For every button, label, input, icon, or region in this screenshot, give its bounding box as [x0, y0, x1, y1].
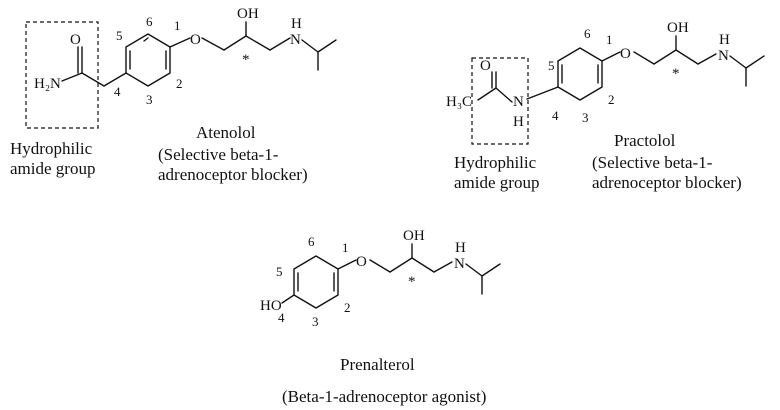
atenolol-ether-bond-2 — [201, 37, 225, 51]
practolol-methyl-bond — [477, 87, 497, 101]
practolol-nh-bond — [729, 55, 747, 69]
atenolol-ring-num-1: 1 — [174, 18, 181, 33]
practolol-isopropyl-1 — [745, 55, 765, 69]
prenalterol-nh-bond — [465, 263, 483, 277]
prenalterol-name: Prenalterol — [340, 355, 415, 374]
practolol-ring-num-1: 1 — [606, 32, 613, 47]
atenolol-ring-num-2: 2 — [176, 76, 183, 91]
practolol-cn-bond — [495, 87, 513, 103]
atenolol-group-1: Hydrophilic — [10, 139, 93, 158]
practolol-desc-1: (Selective beta-1- — [592, 153, 713, 172]
atenolol-ring-num-4: 4 — [114, 84, 121, 99]
prenalterol-ring-num-5: 5 — [276, 264, 283, 279]
prenalterol-nh-h: H — [455, 240, 466, 256]
practolol-amide-h: H — [513, 114, 524, 130]
atenolol-name: Atenolol — [196, 123, 256, 142]
practolol-carbonyl-o: O — [480, 58, 491, 74]
practolol-name: Practolol — [614, 131, 676, 150]
practolol-group-1: Hydrophilic — [454, 153, 537, 172]
practolol-methyl: H₃C — [446, 94, 472, 110]
atenolol-chiral-star: * — [242, 52, 250, 68]
practolol-ring-num-2: 2 — [608, 92, 615, 107]
atenolol-desc-1: (Selective beta-1- — [158, 145, 279, 164]
practolol-nh-n: N — [718, 48, 729, 64]
practolol-benzene-ring — [557, 47, 603, 101]
prenalterol-chain-1 — [389, 257, 413, 273]
practolol-chain-1 — [653, 49, 677, 65]
practolol-ring-num-5: 5 — [548, 58, 555, 73]
practolol-chain-2 — [675, 49, 699, 65]
prenalterol-ether-bond-2 — [369, 259, 391, 273]
atenolol-benzene-ring — [125, 33, 171, 87]
atenolol-ch2-bond — [103, 72, 127, 87]
atenolol-ring-num-6: 6 — [146, 14, 153, 29]
practolol-oh: OH — [667, 20, 689, 36]
prenalterol-nh-n: N — [454, 256, 465, 272]
atenolol-nh-n: N — [290, 32, 301, 48]
atenolol-amide-n: H₂N — [34, 76, 61, 92]
prenalterol-chiral-star: * — [408, 274, 416, 290]
atenolol-group-2: amide group — [10, 159, 95, 178]
prenalterol-isopropyl-1 — [481, 263, 501, 277]
atenolol-isopropyl-1 — [317, 39, 337, 53]
atenolol-amide-c-bond — [81, 72, 105, 87]
practolol-group-2: amide group — [454, 173, 539, 192]
practolol-chiral-star: * — [672, 66, 680, 82]
atenolol-ether-o: O — [190, 32, 201, 48]
atenolol-carbonyl-o: O — [70, 32, 81, 48]
practolol-ring-num-4: 4 — [552, 108, 559, 123]
prenalterol-ho-bond — [281, 294, 295, 304]
practolol-amide-box — [471, 57, 529, 145]
prenalterol-ring-num-2: 2 — [344, 300, 351, 315]
prenalterol-benzene-ring — [293, 255, 339, 309]
practolol-ether-bond-1 — [601, 51, 621, 62]
atenolol-chain-bond-3 — [269, 37, 291, 51]
prenalterol-structure: HO O OH N H * 1 2 3 4 5 6 Prenalterol (B… — [260, 228, 501, 406]
atenolol-oh: OH — [237, 6, 259, 22]
prenalterol-ring-num-1: 1 — [342, 240, 349, 255]
atenolol-ether-bond-1 — [169, 37, 191, 48]
prenalterol-ring-num-4: 4 — [278, 310, 285, 325]
practolol-ring-num-3: 3 — [582, 110, 589, 125]
prenalterol-chain-3 — [433, 261, 453, 273]
prenalterol-desc: (Beta-1-adrenoceptor agonist) — [282, 387, 486, 406]
atenolol-cn-bond — [61, 72, 83, 82]
atenolol-ring-num-3: 3 — [146, 92, 153, 107]
practolol-structure: O H₃C N H O OH N H * 1 2 3 4 5 6 Practol… — [446, 20, 765, 192]
prenalterol-ring-num-3: 3 — [312, 314, 319, 329]
prenalterol-oh: OH — [403, 228, 425, 244]
prenalterol-chain-2 — [411, 257, 435, 273]
practolol-chain-3 — [697, 53, 717, 65]
practolol-amide-n: N — [513, 94, 524, 110]
practolol-ring-num-6: 6 — [584, 26, 591, 41]
practolol-ether-o: O — [620, 46, 631, 62]
practolol-nh-h: H — [719, 32, 730, 48]
practolol-desc-2: adrenoceptor blocker) — [592, 173, 742, 192]
prenalterol-ether-bond-1 — [337, 259, 357, 270]
prenalterol-ether-o: O — [356, 254, 367, 270]
atenolol-chain-bond-1 — [223, 35, 247, 51]
atenolol-ring-double-bond-c — [143, 37, 149, 42]
practolol-ether-bond-2 — [633, 51, 655, 65]
atenolol-nh-h: H — [291, 16, 302, 32]
atenolol-nh-bond — [301, 39, 319, 53]
practolol-n-ring-bond — [526, 86, 559, 100]
atenolol-desc-2: adrenoceptor blocker) — [158, 165, 308, 184]
atenolol-chain-bond-2 — [245, 35, 271, 51]
atenolol-structure: O H₂N O OH N H * 1 2 3 4 5 6 Atenolol (S… — [10, 6, 337, 184]
atenolol-amide-box — [25, 21, 99, 129]
prenalterol-ring-num-6: 6 — [308, 234, 315, 249]
prenalterol-ho: HO — [260, 298, 282, 314]
atenolol-ring-num-5: 5 — [116, 28, 123, 43]
